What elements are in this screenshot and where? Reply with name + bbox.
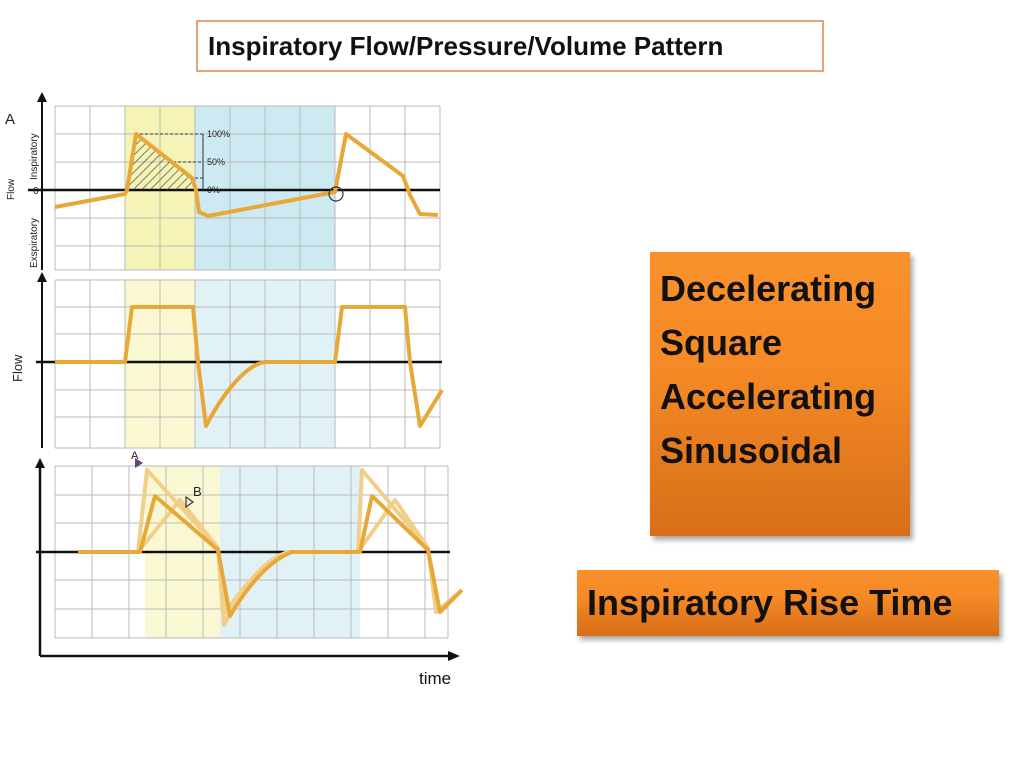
- panel-a-flow-label: Flow: [6, 178, 17, 200]
- panel-b-flow-label: Flow: [10, 354, 25, 382]
- panel-a-letter: A: [5, 111, 15, 128]
- pattern-decelerating: Decelerating: [660, 268, 877, 309]
- panel-a-zero-label: 0: [33, 186, 39, 197]
- panel-a-hatched-area: [127, 134, 192, 190]
- pattern-sinusoidal: Sinusoidal: [660, 430, 843, 471]
- panel-c: A B time: [35, 450, 464, 688]
- panel-a-pct-50: 50%: [207, 157, 225, 167]
- marker-b-triangle: [185, 495, 195, 509]
- marker-a-label: A: [131, 450, 139, 462]
- time-axis-arrow: [448, 651, 460, 661]
- marker-a-triangle: [135, 458, 143, 468]
- panel-b-flow-curve: [55, 305, 444, 428]
- rise-time-label: Inspiratory Rise Time: [587, 582, 953, 623]
- panel-a-expiratory-label: Exspiratory: [29, 218, 40, 268]
- panel-a-inspiratory-label: Inspiratory: [29, 133, 40, 180]
- panel-a: A 0 100% 50% 0% Flow Inspiratory Exspira…: [5, 92, 441, 271]
- panel-a-cycle-marker: [328, 186, 344, 202]
- flow-patterns-box: Decelerating Square Accelerating Sinusoi…: [650, 252, 910, 536]
- title-box: Inspiratory Flow/Pressure/Volume Pattern: [196, 20, 824, 72]
- panel-c-y-axis-arrow: [35, 458, 45, 468]
- panel-a-pct-0: 0%: [207, 185, 220, 195]
- time-axis-label: time: [419, 669, 451, 688]
- pattern-square: Square: [660, 322, 783, 363]
- page-title: Inspiratory Flow/Pressure/Volume Pattern: [208, 30, 724, 61]
- panel-c-flow-curve: [78, 494, 464, 618]
- panel-a-grid: [54, 105, 441, 271]
- panel-a-pct-100: 100%: [207, 129, 230, 139]
- panel-b: Flow: [10, 272, 444, 449]
- rise-time-box: Inspiratory Rise Time: [577, 570, 999, 636]
- pattern-accelerating: Accelerating: [660, 376, 877, 417]
- marker-b-label: B: [193, 484, 202, 499]
- panel-a-y-axis-arrow: [37, 92, 47, 102]
- panel-b-y-axis-arrow: [37, 272, 47, 282]
- panel-a-flow-curve: [54, 132, 439, 218]
